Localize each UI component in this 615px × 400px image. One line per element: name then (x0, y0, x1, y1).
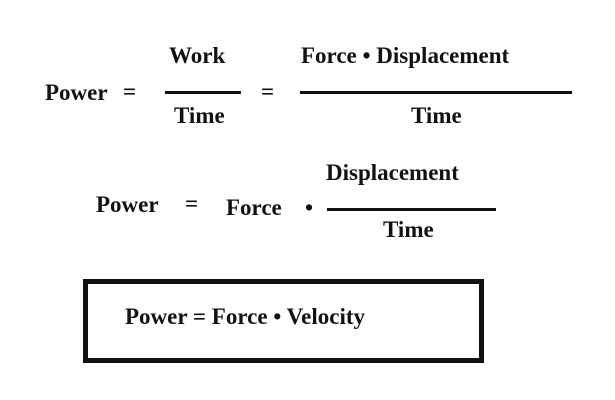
equals-sign: = (185, 191, 199, 216)
power-label: Power (45, 80, 108, 105)
denominator-time: Time (383, 217, 434, 242)
numerator-force-displacement: Force • Displacement (301, 43, 510, 68)
numerator-displacement: Displacement (326, 160, 459, 185)
denominator-time: Time (411, 103, 462, 128)
result-equation: Power = Force • Velocity (125, 304, 366, 329)
force-label: Force (226, 195, 282, 220)
equals-sign: = (123, 79, 137, 104)
fraction-bar (165, 91, 241, 94)
numerator-work: Work (169, 43, 226, 68)
dot-operator: • (305, 195, 314, 220)
result-box: Power = Force • Velocity (83, 279, 484, 363)
power-label: Power (96, 192, 159, 217)
denominator-time: Time (174, 103, 225, 128)
fraction-bar (300, 91, 572, 94)
equals-sign: = (261, 79, 275, 104)
fraction-bar (327, 208, 496, 211)
